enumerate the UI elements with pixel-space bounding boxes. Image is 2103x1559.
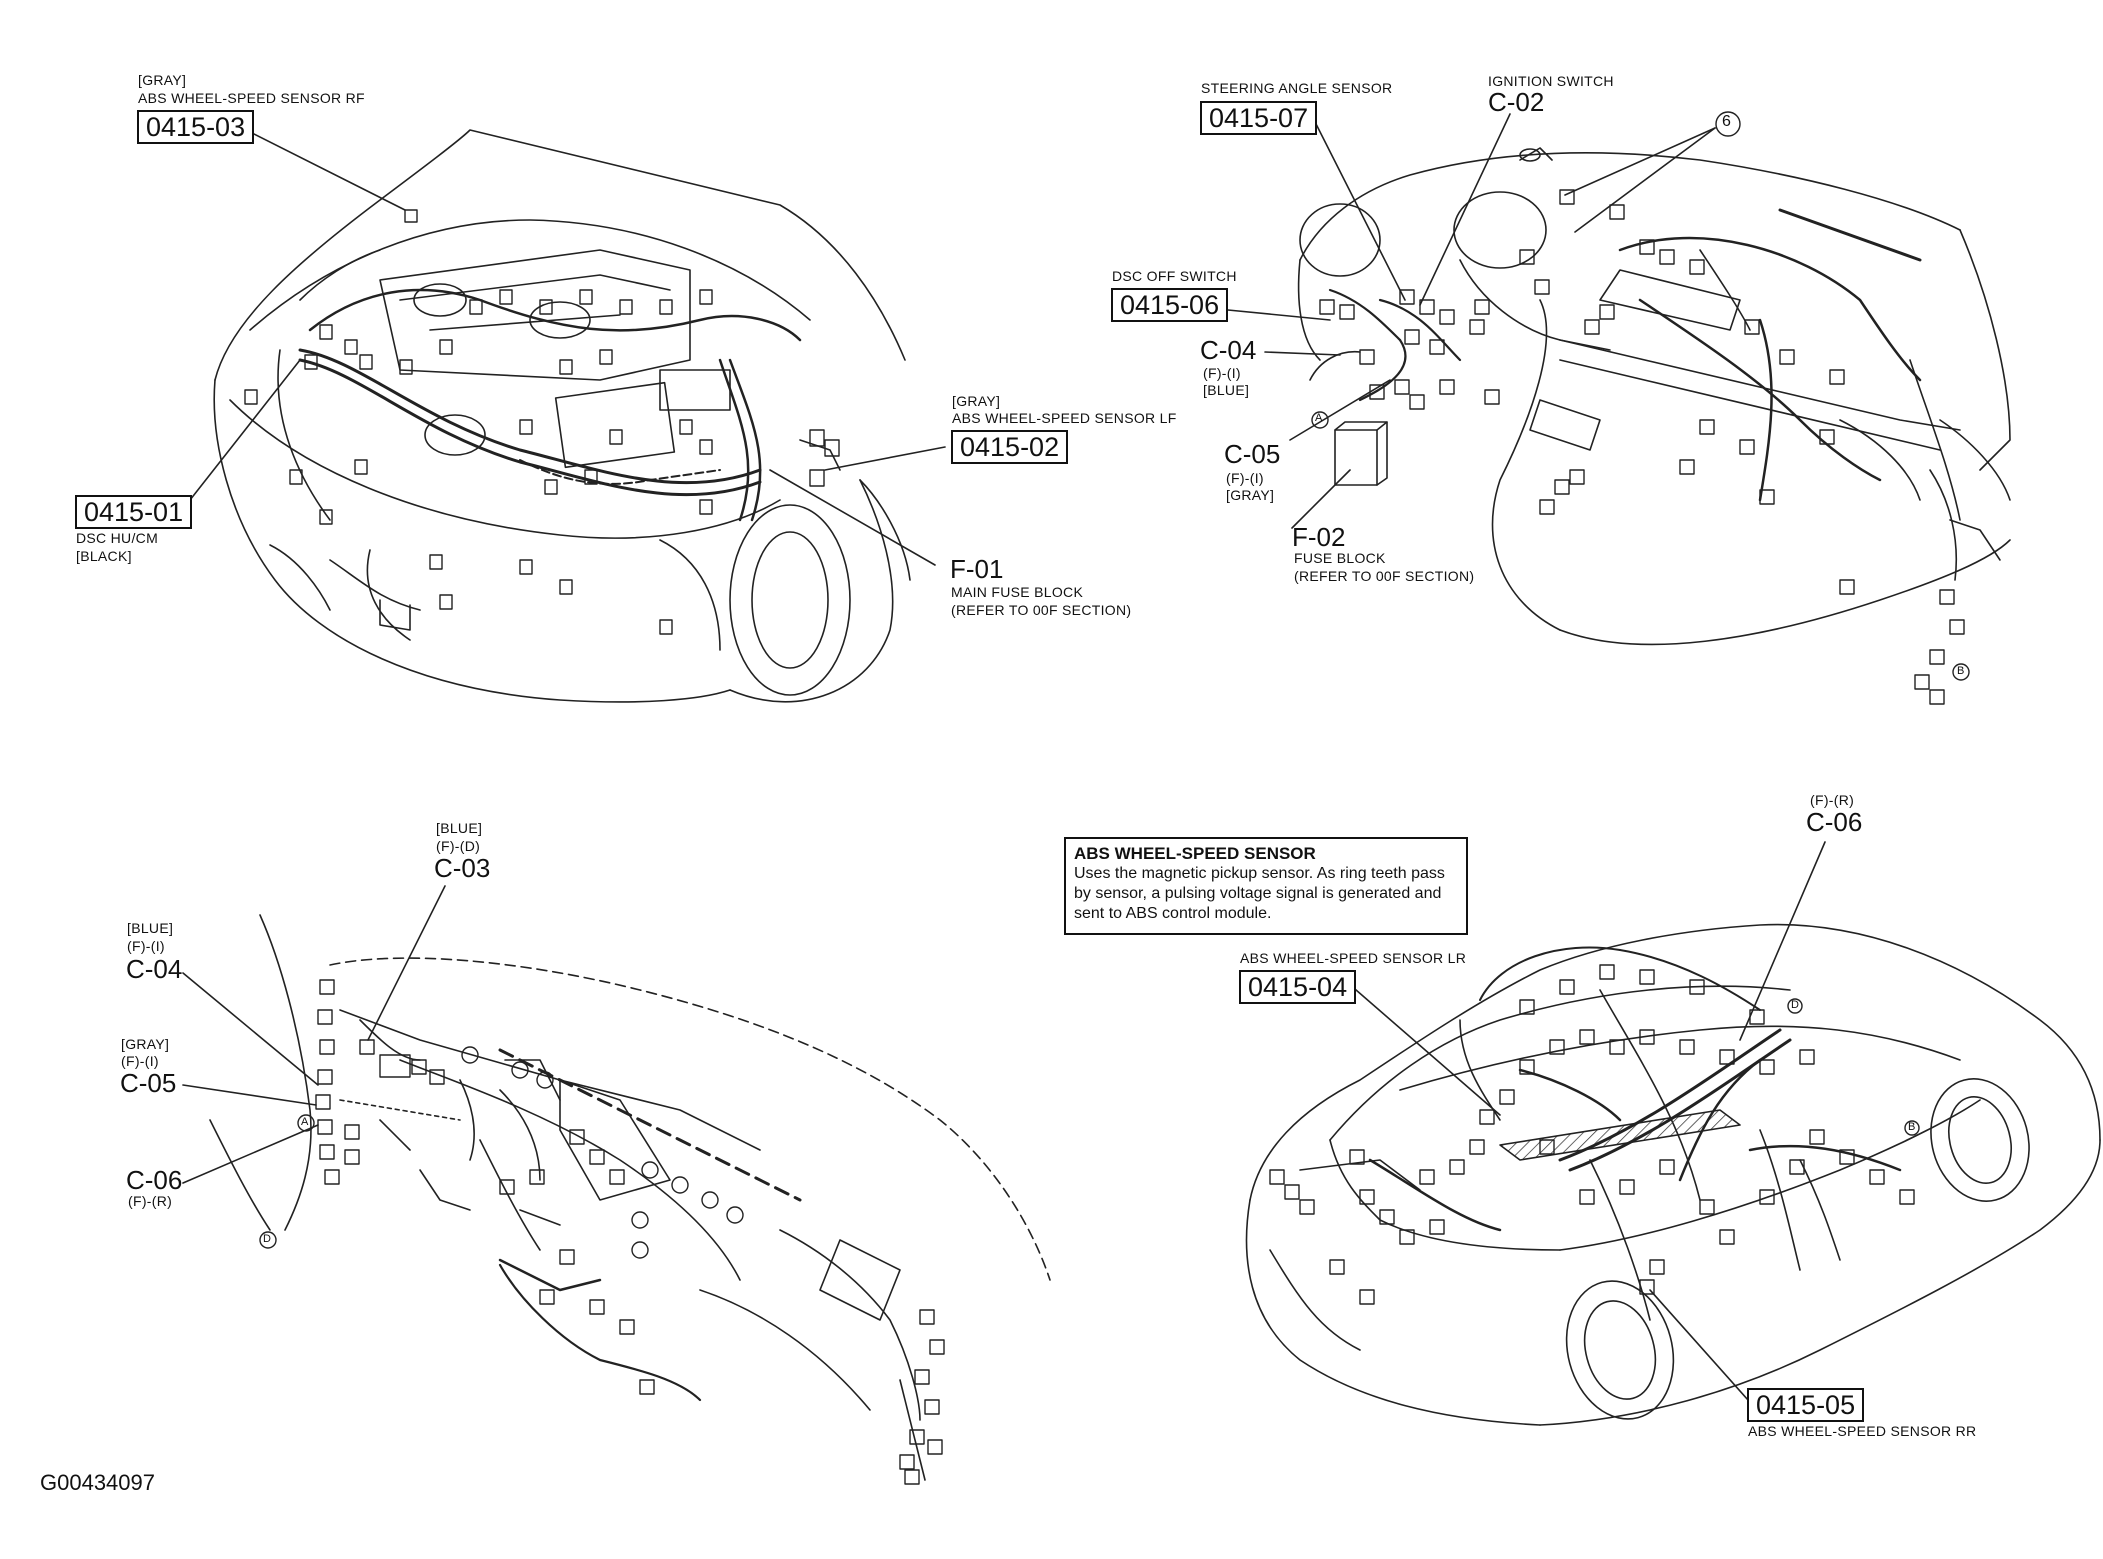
c04-bottom-code: C-04 (126, 954, 183, 984)
ignition-switch-code: C-02 (1488, 87, 1545, 117)
marker-a-circle-bottom (297, 1114, 315, 1132)
marker-d-circle (259, 1231, 277, 1249)
vehicle-connectors (1269, 964, 1915, 1305)
marker-a-bottom: A (301, 1116, 309, 1128)
marker-b-circle-right (1904, 1120, 1920, 1136)
marker-d-right: D (1791, 999, 1799, 1011)
dashboard-drawing (1297, 147, 2011, 646)
dashboard-connectors (1319, 189, 1965, 705)
c05-top-code: C-05 (1224, 439, 1281, 469)
lf-sensor-color: [GRAY] (952, 393, 1001, 409)
main-fuse-name: MAIN FUSE BLOCK (951, 584, 1084, 600)
marker-b-circle-top (1952, 663, 1970, 681)
c05-bottom-color: [GRAY] (121, 1036, 170, 1052)
dsc-hu-code: 0415-01 (75, 495, 193, 529)
dsc-hu-name: DSC HU/CM (76, 530, 159, 546)
steering-sensor-code: 0415-07 (1200, 101, 1318, 135)
c03-color: [BLUE] (436, 820, 483, 836)
c05-top-pos: (F)-(I) (1226, 470, 1264, 486)
c03-code: C-03 (434, 853, 491, 883)
abs-info-box: ABS WHEEL-SPEED SENSOR Uses the magnetic… (1064, 837, 1468, 935)
lr-sensor-name: ABS WHEEL-SPEED SENSOR LR (1240, 950, 1467, 966)
vehicle-body-drawing (1245, 923, 2101, 1426)
marker-d-circle-right (1787, 998, 1803, 1014)
callout-markers (259, 111, 1970, 1249)
marker-d-bottom: D (263, 1233, 271, 1245)
instrument-panel-connectors (315, 979, 945, 1485)
marker-a-top: A (1315, 412, 1323, 424)
dsc-hu-color: [BLACK] (76, 548, 132, 564)
marker-b-right: B (1908, 1121, 1916, 1133)
rf-sensor-name: ABS WHEEL-SPEED SENSOR RF (138, 90, 365, 106)
c04-top-pos: (F)-(I) (1203, 365, 1241, 381)
engine-compartment-drawing (213, 129, 911, 703)
c05-bottom-pos: (F)-(I) (121, 1053, 159, 1069)
lf-sensor-name: ABS WHEEL-SPEED SENSOR LF (952, 410, 1177, 426)
c06-bottom-pos: (F)-(R) (128, 1193, 173, 1209)
engine-connectors (244, 209, 840, 635)
fuse-block-name: FUSE BLOCK (1294, 550, 1386, 566)
rr-sensor-code: 0415-05 (1747, 1388, 1865, 1422)
rf-sensor-color: [GRAY] (138, 72, 187, 88)
c06-right-pos: (F)-(R) (1810, 792, 1855, 808)
rr-sensor-name: ABS WHEEL-SPEED SENSOR RR (1748, 1423, 1977, 1439)
callout-6-circle (1715, 111, 1741, 137)
callout-6-label: 6 (1722, 113, 1731, 130)
dsc-off-switch-code: 0415-06 (1111, 288, 1229, 322)
c03-pos: (F)-(D) (436, 838, 481, 854)
lf-sensor-code: 0415-02 (951, 430, 1069, 464)
c04-top-color: [BLUE] (1203, 382, 1250, 398)
figure-id: G00434097 (40, 1470, 155, 1495)
instrument-panel-drawing (209, 914, 1051, 1481)
leader-lines (182, 113, 1826, 1401)
ignition-switch-name: IGNITION SWITCH (1488, 73, 1614, 89)
c04-top-code: C-04 (1200, 335, 1257, 365)
c06-bottom-code: C-06 (126, 1165, 183, 1195)
main-fuse-code: F-01 (950, 554, 1004, 584)
dsc-off-switch-name: DSC OFF SWITCH (1112, 268, 1237, 284)
fuse-block-code: F-02 (1292, 522, 1346, 552)
marker-b-top: B (1957, 665, 1965, 677)
lr-sensor-code: 0415-04 (1239, 970, 1357, 1004)
c05-bottom-code: C-05 (120, 1068, 177, 1098)
c04-bottom-pos: (F)-(I) (127, 938, 165, 954)
fuse-block-note: (REFER TO 00F SECTION) (1294, 568, 1475, 584)
main-fuse-note: (REFER TO 00F SECTION) (951, 602, 1132, 618)
marker-a-circle (1311, 411, 1329, 429)
rf-sensor-code: 0415-03 (137, 110, 255, 144)
abs-info-title: ABS WHEEL-SPEED SENSOR (1074, 844, 1316, 863)
c04-bottom-color: [BLUE] (127, 920, 174, 936)
steering-sensor-name: STEERING ANGLE SENSOR (1201, 80, 1393, 96)
c05-top-color: [GRAY] (1226, 487, 1275, 503)
abs-info-body: Uses the magnetic pickup sensor. As ring… (1074, 865, 1445, 922)
c06-right-code: C-06 (1806, 807, 1863, 837)
